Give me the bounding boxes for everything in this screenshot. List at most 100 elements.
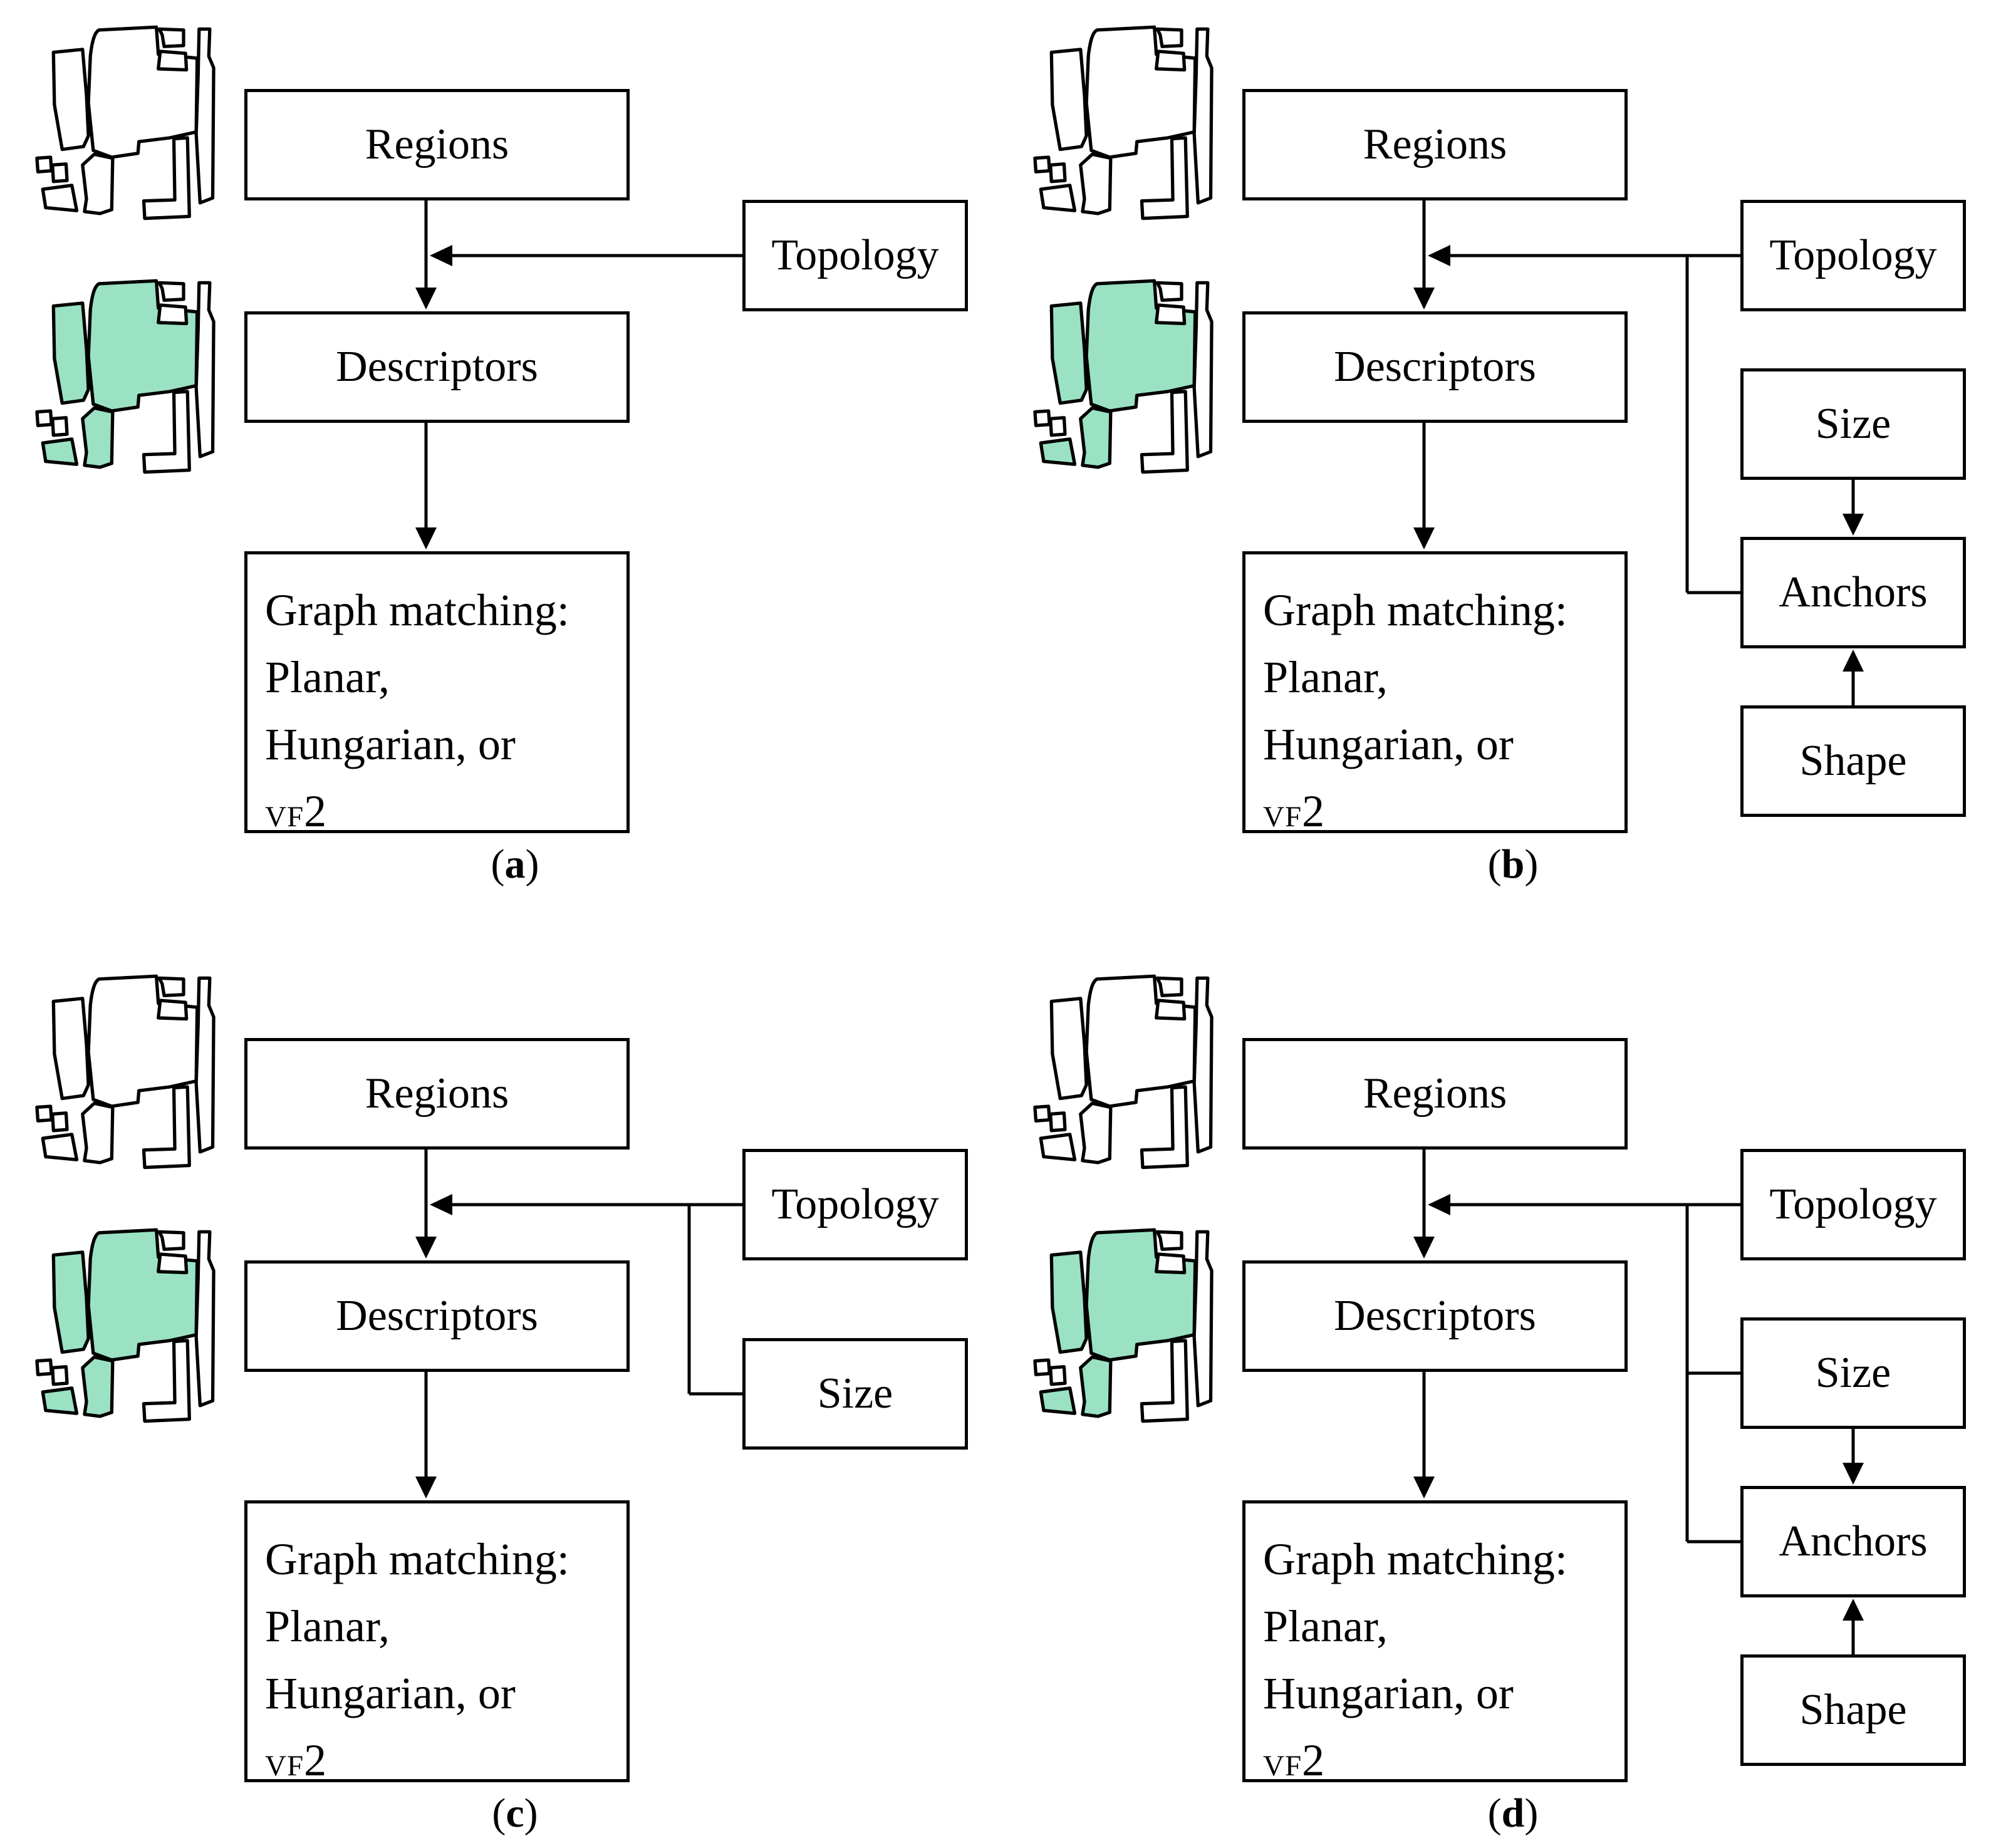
parcel-bottom-right-L	[1140, 136, 1189, 221]
parcel-right-strip	[194, 1230, 216, 1408]
caption-letter: b	[1501, 841, 1525, 887]
graph-matching-line1: Graph matching:	[265, 1534, 569, 1584]
regions-box: Regions	[244, 89, 630, 200]
graph-matching-line1: Graph matching:	[1263, 1534, 1567, 1584]
vf2-digit: 2	[304, 1735, 327, 1785]
parcel-tiny-square-2	[1049, 1365, 1067, 1386]
anchors-label: Anchors	[1779, 568, 1928, 616]
caption-open-paren: (	[1487, 841, 1502, 887]
graph-matching-box: Graph matching: Planar, Hungarian, or VF…	[1242, 1500, 1628, 1785]
parcel-bottom-middle	[81, 1101, 115, 1165]
arrowhead-into-descriptors	[1413, 288, 1435, 309]
parcel-bottom-middle	[1079, 1101, 1113, 1165]
graph-matching-line1: Graph matching:	[1263, 585, 1567, 635]
graph-matching-line4: VF2	[1263, 778, 1324, 851]
panel-c: Regions Descriptors Graph matching: Plan…	[0, 949, 998, 1848]
arrowhead-shape-anchors	[1843, 1599, 1864, 1621]
vf2-digit: 2	[1302, 1735, 1325, 1785]
parcel-bottom-right-L	[1140, 1085, 1189, 1170]
descriptors-box: Descriptors	[1242, 1260, 1628, 1372]
vf-smallcaps: VF	[265, 801, 304, 833]
size-box: Size	[742, 1338, 968, 1450]
panel-b: Regions Descriptors Graph matching: Plan…	[998, 0, 1996, 924]
parcel-tiny-square-2	[51, 162, 69, 184]
topology-box: Topology	[742, 200, 968, 311]
topology-box: Topology	[1740, 1149, 1966, 1260]
parcel-top-right-notch	[157, 49, 189, 72]
parcel-bottom-left-slant	[41, 437, 79, 466]
map-segmented-green-image	[1033, 1228, 1214, 1423]
connectors	[415, 1150, 742, 1498]
parcel-top-right-box	[157, 976, 185, 997]
parcel-bottom-left-slant	[1039, 437, 1077, 466]
regions-box: Regions	[244, 1038, 630, 1150]
caption-d: (d)	[998, 1790, 1996, 1837]
arrowhead-into-graph	[415, 1477, 437, 1498]
arrowhead-into-descriptors	[1413, 1237, 1435, 1259]
parcel-right-strip	[194, 27, 216, 205]
size-label: Size	[817, 1369, 893, 1418]
parcel-top-right-box	[1155, 27, 1183, 48]
caption-c: (c)	[0, 1790, 1030, 1837]
arrowhead-into-descriptors	[415, 288, 437, 309]
shape-label: Shape	[1799, 737, 1907, 785]
parcel-top-right-box	[157, 281, 185, 302]
parcel-bottom-middle	[1079, 1355, 1113, 1418]
parcel-tiny-square-2	[1049, 416, 1067, 437]
caption-open-paren: (	[491, 841, 505, 887]
graph-matching-line2: Planar,	[1263, 652, 1388, 702]
caption-b: (b)	[998, 841, 1996, 888]
parcel-top-right-notch	[1155, 303, 1187, 326]
shape-box: Shape	[1740, 705, 1966, 817]
parcel-top-right-box	[157, 1230, 185, 1251]
parcel-top-right-box	[1155, 976, 1183, 997]
parcel-bottom-left-slant	[41, 1133, 79, 1161]
caption-letter: d	[1501, 1790, 1525, 1836]
caption-open-paren: (	[1487, 1790, 1502, 1836]
caption-letter: a	[504, 841, 526, 887]
size-label: Size	[1815, 400, 1891, 448]
parcel-top-right-box	[157, 27, 185, 48]
parcel-left-strip	[51, 997, 90, 1101]
parcel-bottom-left-slant	[1039, 1386, 1077, 1415]
topology-label: Topology	[771, 231, 939, 279]
size-box: Size	[1740, 368, 1966, 480]
shape-box: Shape	[1740, 1654, 1966, 1766]
parcel-top-right-notch	[157, 1252, 189, 1275]
vf2-digit: 2	[304, 786, 327, 836]
parcel-bottom-right-L	[142, 1339, 191, 1423]
anchors-box: Anchors	[1740, 1486, 1966, 1597]
map-outline-image	[1033, 974, 1214, 1170]
graph-matching-box: Graph matching: Planar, Hungarian, or VF…	[1242, 551, 1628, 836]
parcel-top-right-box	[1155, 281, 1183, 302]
graph-matching-line3: Hungarian, or	[1263, 719, 1514, 769]
map-outline-image	[35, 25, 216, 221]
arrowhead-into-graph	[415, 527, 437, 549]
parcel-top-right-notch	[157, 999, 189, 1021]
parcel-tiny-square-2	[51, 416, 69, 437]
parcel-left-strip	[1049, 301, 1088, 405]
parcel-bottom-right-L	[1140, 390, 1189, 474]
panel-a: Regions Descriptors Graph matching: Plan…	[0, 0, 998, 924]
topology-label: Topology	[1769, 231, 1937, 279]
map-segmented-green-image	[1033, 279, 1214, 474]
parcel-bottom-left-slant	[41, 184, 79, 212]
topology-box: Topology	[742, 1149, 968, 1260]
arrowhead-size-anchors	[1843, 1463, 1864, 1485]
map-outline-image	[1033, 25, 1214, 221]
parcel-bottom-right-L	[1140, 1339, 1189, 1423]
parcel-tiny-square-2	[1049, 162, 1067, 184]
parcel-bottom-right-L	[142, 136, 191, 221]
vf2-digit: 2	[1302, 786, 1325, 836]
topology-label: Topology	[771, 1180, 939, 1228]
regions-label: Regions	[1363, 120, 1507, 169]
arrowhead-topology-left	[430, 1194, 452, 1215]
graph-matching-line2: Planar,	[265, 1601, 390, 1651]
graph-matching-line4: VF2	[1263, 1727, 1324, 1800]
parcel-bottom-middle	[81, 1355, 115, 1418]
graph-matching-line3: Hungarian, or	[1263, 1668, 1514, 1718]
parcel-bottom-right-L	[142, 1085, 191, 1170]
parcel-bottom-middle	[81, 406, 115, 469]
caption-close-paren: )	[1524, 1790, 1539, 1836]
